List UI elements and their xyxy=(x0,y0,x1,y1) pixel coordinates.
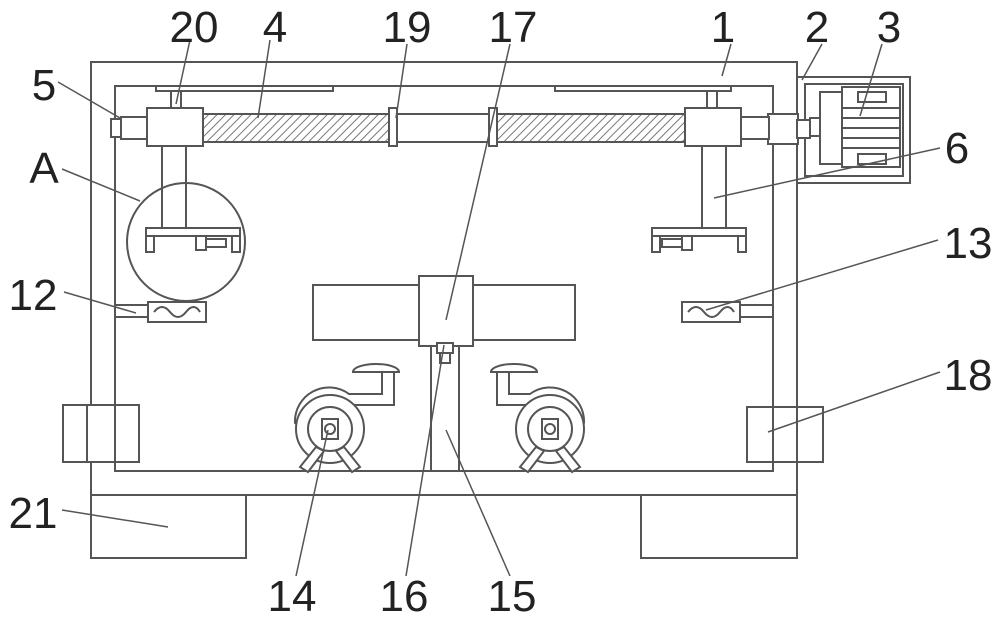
right-sensor xyxy=(681,301,774,323)
label-19: 19 xyxy=(383,3,432,52)
label-6: 6 xyxy=(945,124,969,173)
label-17: 17 xyxy=(489,3,538,52)
label-13: 13 xyxy=(944,219,993,268)
label-a: A xyxy=(29,144,59,193)
right-blower xyxy=(489,363,586,474)
reference-labels: 1 2 3 4 5 6 12 13 14 15 16 17 18 19 20 2… xyxy=(9,3,993,618)
collars xyxy=(388,107,498,147)
label-1: 1 xyxy=(711,3,735,52)
sliders xyxy=(146,90,742,147)
label-5: 5 xyxy=(32,61,56,110)
label-3: 3 xyxy=(877,3,901,52)
left-blower xyxy=(293,363,401,474)
coupling xyxy=(110,113,811,145)
label-21: 21 xyxy=(9,489,58,538)
leader-lines xyxy=(57,39,941,577)
screw-rod xyxy=(120,113,770,143)
center-post xyxy=(430,342,460,472)
label-18: 18 xyxy=(944,351,993,400)
crossbar xyxy=(312,275,576,347)
label-4: 4 xyxy=(263,3,287,52)
label-15: 15 xyxy=(488,572,537,618)
label-2: 2 xyxy=(805,3,829,52)
label-12: 12 xyxy=(9,271,58,320)
motor xyxy=(809,86,901,168)
guide-rails xyxy=(155,85,732,92)
label-14: 14 xyxy=(268,572,317,618)
support-feet xyxy=(90,494,798,559)
side-blocks xyxy=(62,404,824,463)
label-20: 20 xyxy=(170,3,219,52)
right-clamp-arm xyxy=(651,145,747,253)
label-16: 16 xyxy=(380,572,429,618)
